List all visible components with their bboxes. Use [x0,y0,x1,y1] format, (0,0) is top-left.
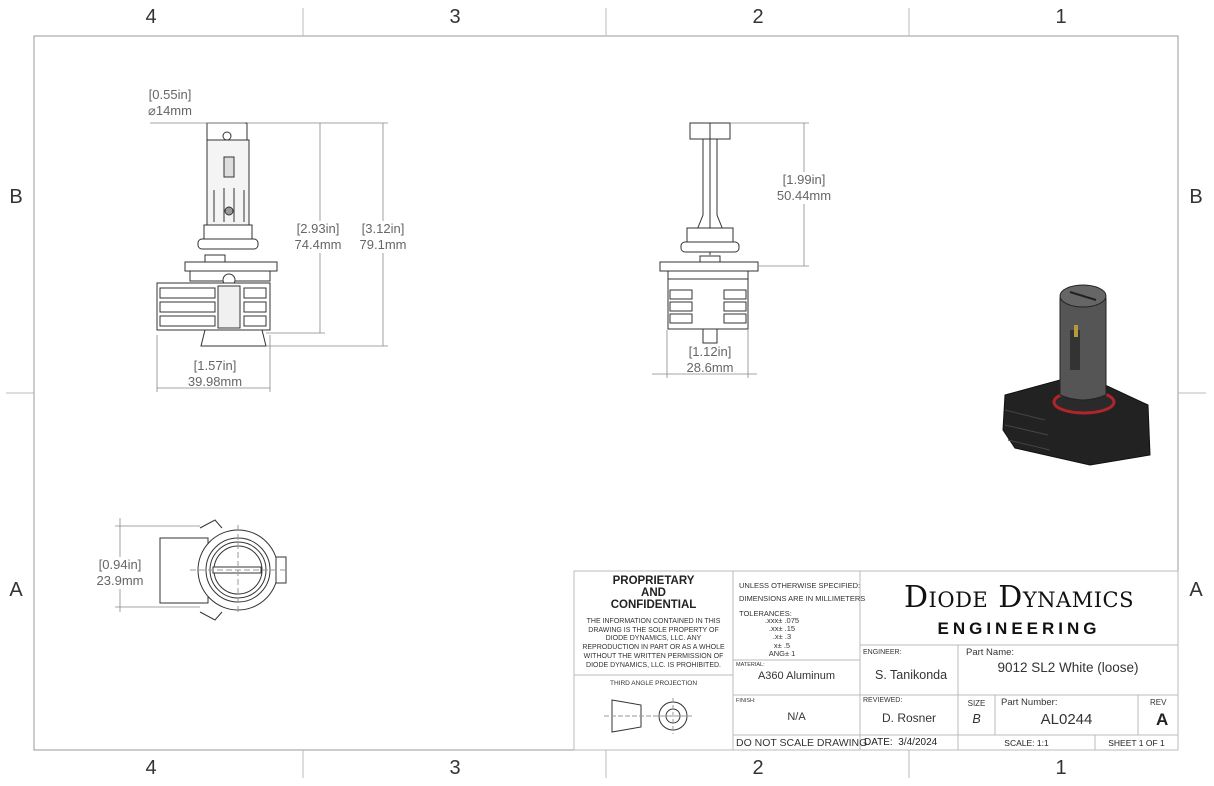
projection-label: THIRD ANGLE PROJECTION [609,680,698,687]
dim-mm: 28.6mm [686,360,734,375]
date-field: DATE: 3/4/2024 [864,737,937,748]
part-number-label: Part Number: [1001,697,1058,708]
engineer-label: ENGINEER: [863,649,902,656]
tolerances-label: TOLERANCES: [739,609,792,618]
dim-front-height-1: [2.93in] 74.4mm [294,221,342,253]
dim-inches: [0.55in] [148,87,192,102]
notice-line: THE INFORMATION CONTAINED IN THIS [586,618,721,625]
dim-inches: [2.93in] [296,221,340,236]
tolerance-item: x± .5 [773,640,791,650]
notice-line: DIODE DYNAMICS, LLC. IS PROHIBITED. [586,661,721,669]
proprietary-heading: PROPRIETARY AND CONFIDENTIAL [574,575,733,611]
dim-side-height: [1.99in] 50.44mm [776,172,832,204]
zone-label-left-b: B [9,186,23,208]
title-block-grid [573,570,1179,751]
part-name-value: 9012 SL2 White (loose) [997,660,1139,675]
zone-label-top-3: 3 [449,6,461,28]
zone-label-left-a: A [9,579,23,601]
dim-side-width: [1.12in] 28.6mm [687,344,734,376]
zone-label-right-a: A [1189,579,1203,601]
tolerance-item: ANG± 1 [768,648,796,658]
rev-value: A [1156,710,1169,729]
zone-dividers [6,8,1206,778]
dim-bottom-height: [0.94in] 23.9mm [96,557,144,589]
tolerance-item: .xx± .15 [768,624,796,634]
notice-line: DIODE DYNAMICS, LLC. ANY [605,635,702,643]
scale-value: SCALE: 1:1 [1004,738,1049,748]
size-value: B [972,712,981,726]
material-value: A360 Aluminum [757,670,836,682]
size-label: SIZE [967,699,986,708]
dim-inches: [1.99in] [782,172,826,187]
unless-specified-note: UNLESS OTHERWISE SPECIFIED: [739,581,861,590]
zone-label-bottom-4: 4 [145,757,157,779]
finish-label: FINISH: [736,698,756,704]
dim-inches: [1.12in] [688,344,732,359]
finish-value: N/A [787,711,806,723]
dim-inches: [1.57in] [193,358,237,373]
isometric-render [1002,284,1151,466]
sheet-value: SHEET 1 OF 1 [1108,738,1165,748]
proprietary-heading-line: CONFIDENTIAL [610,599,697,611]
dimensions-units-note: DIMENSIONS ARE IN MILLIMETERS [739,594,866,603]
tolerances-list: .xxx± .075 .xx± .15 .x± .3 x± .5 ANG± 1 [752,616,812,658]
dim-inches: [3.12in] [361,221,405,236]
company-logo: Diode Dynamics [904,580,1134,615]
dim-mm: ⌀14mm [148,103,192,118]
zone-label-bottom-1: 1 [1055,757,1067,779]
zone-label-right-b: B [1189,186,1203,208]
reviewer-name: D. Rosner [881,711,937,725]
zone-label-top-1: 1 [1055,6,1067,28]
dim-mm: 79.1mm [359,237,407,252]
material-label: MATERIAL: [736,662,765,668]
tolerance-item: .xxx± .075 [764,616,800,625]
front-view-dimension-lines [150,122,388,392]
notice-line: DRAWING IS THE SOLE PROPERTY OF [588,626,719,634]
dim-mm: 50.44mm [776,188,832,203]
proprietary-notice: THE INFORMATION CONTAINED IN THIS DRAWIN… [574,618,733,670]
engineer-name: S. Tanikonda [875,668,948,682]
proprietary-heading-line: AND [641,587,666,599]
front-view [156,122,278,347]
part-name-label: Part Name: [966,647,1015,658]
notice-line: REPRODUCTION IN PART OR AS A WHOLE [582,644,725,652]
company-logo-subtitle: ENGINEERING [937,619,1101,638]
proprietary-heading-line: PROPRIETARY [612,575,695,587]
zone-label-top-4: 4 [145,6,157,28]
notice-line: WITHOUT THE WRITTEN PERMISSION OF [583,652,724,660]
dim-front-height-2: [3.12in] 79.1mm [359,221,407,253]
reviewed-label: REVIEWED: [863,697,903,704]
third-angle-projection-symbol [604,698,692,734]
part-number-value: AL0244 [1040,711,1093,728]
dim-mm: 23.9mm [96,573,144,588]
dim-front-width: [1.57in] 39.98mm [188,358,242,390]
bottom-view [159,519,287,621]
do-not-scale-note: DO NOT SCALE DRAWING [736,737,868,749]
zone-label-bottom-2: 2 [752,757,764,779]
date-label: DATE: [864,737,893,748]
side-view-dimension-lines [652,122,809,378]
side-view [659,122,759,344]
date-value: 3/4/2024 [898,737,938,748]
dim-mm: 39.98mm [187,374,243,389]
dim-front-diameter: [0.55in] ⌀14mm [148,87,192,119]
rev-label: REV [1150,698,1167,707]
dim-mm: 74.4mm [294,237,342,252]
zone-label-top-2: 2 [752,6,764,28]
zone-label-bottom-3: 3 [449,757,461,779]
tolerance-item: .x± .3 [772,632,792,642]
dim-inches: [0.94in] [98,557,142,572]
